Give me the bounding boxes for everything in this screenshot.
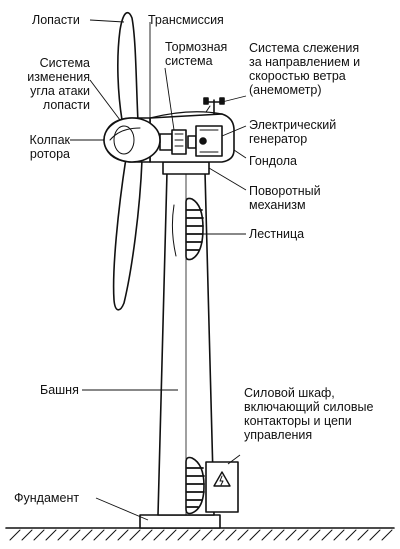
blade-lower (112, 157, 143, 311)
label-rotor-hub: Колпак ротора (29, 133, 70, 161)
label-transmission: Трансмиссия (148, 13, 224, 27)
leader-cabinet (227, 454, 241, 465)
label-generator: Электрический генератор (249, 118, 337, 146)
foundation-block (139, 514, 221, 529)
ladder-upper (171, 197, 204, 261)
rotor-hub (103, 117, 161, 163)
leader-pitch (89, 79, 121, 121)
label-tower: Башня (40, 383, 79, 397)
leader-generator (221, 125, 247, 137)
label-foundation: Фундамент (14, 491, 80, 505)
leader-lines (70, 19, 247, 521)
label-brake-system: Тормозная система (165, 40, 228, 68)
leader-blades (89, 19, 125, 23)
leader-brake (164, 67, 175, 131)
label-pitch-system: Система изменения угла атаки лопасти (27, 56, 90, 112)
leader-yaw (208, 167, 247, 191)
label-power-cabinet: Силовой шкаф, включающий силовые контакт… (244, 386, 374, 442)
anemometer (203, 97, 225, 115)
label-yaw-mechanism: Поворотный механизм (249, 184, 321, 212)
drive-train (151, 125, 223, 157)
ladder-lower (185, 456, 205, 515)
leader-foundation (95, 497, 149, 521)
ground-hatching (5, 527, 395, 541)
label-nacelle: Гондола (249, 154, 298, 168)
label-tracking-system: Система слежения за направлением и скоро… (249, 41, 361, 97)
label-ladder: Лестница (249, 227, 305, 241)
leader-anemometer (221, 95, 247, 103)
yaw-bearing (162, 161, 210, 175)
power-cabinet (205, 461, 239, 513)
label-blades: Лопасти (32, 13, 80, 27)
leader-nacelle (233, 149, 247, 159)
nacelle-roof (149, 111, 223, 119)
blade-upper (117, 11, 139, 123)
